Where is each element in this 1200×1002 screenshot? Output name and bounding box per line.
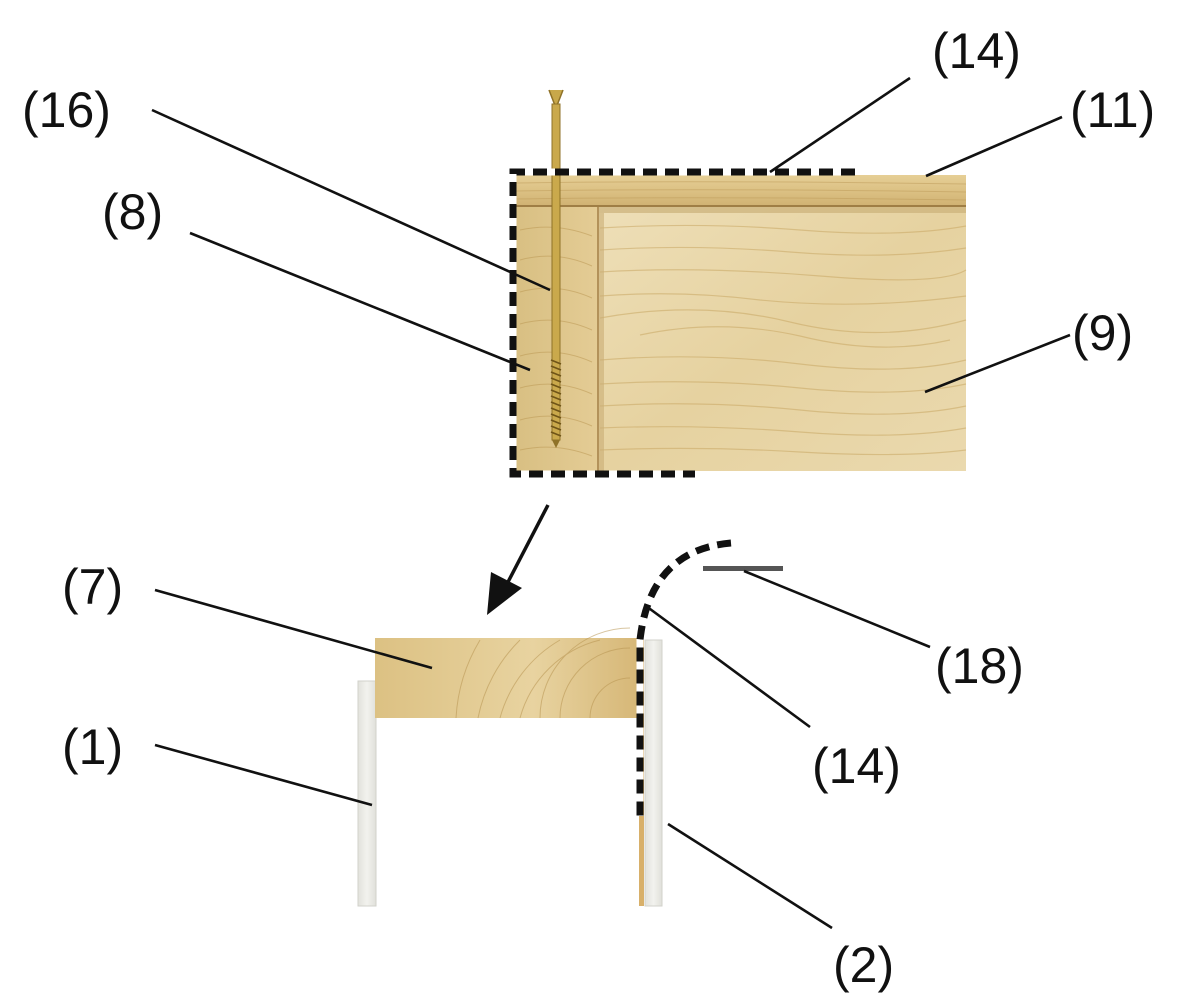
lower-wall-assembly: [357, 539, 783, 907]
membrane-14-upper: [509, 168, 855, 478]
label-7: (7): [62, 559, 123, 615]
label-14-top: (14): [932, 23, 1021, 79]
leader-16: [151, 108, 551, 292]
arrow-down-left-icon: [487, 504, 550, 615]
label-14-bottom: (14): [812, 738, 901, 794]
label-18: (18): [935, 638, 1024, 694]
label-8: (8): [102, 184, 163, 240]
leader-1: [154, 743, 373, 807]
board-grain: [513, 181, 967, 201]
beam-grain: [599, 224, 967, 456]
leader-lines: [151, 76, 1071, 930]
label-16: (16): [22, 82, 111, 138]
screw-icon: [548, 89, 564, 448]
label-2: (2): [833, 937, 894, 993]
label-9: (9): [1072, 305, 1133, 361]
label-11: (11): [1070, 82, 1155, 138]
callout-labels: (16) (14) (11) (8) (9) (7) (18) (14) (1)…: [22, 23, 1155, 993]
plasterboard-1: [357, 680, 377, 907]
leader-11: [925, 115, 1063, 178]
leader-2: [667, 822, 833, 930]
element-18: [703, 566, 783, 571]
leader-14-bottom: [645, 604, 811, 729]
plate-7: [375, 638, 639, 718]
plasterboard-2: [644, 639, 663, 907]
beam-top-shadow: [598, 205, 966, 213]
leader-8: [189, 231, 531, 372]
beam-left-shadow: [598, 213, 604, 471]
leader-7: [154, 588, 433, 670]
leader-9: [924, 333, 1071, 394]
membrane-14-lower: [636, 539, 732, 816]
leader-14-top: [769, 76, 911, 174]
label-1: (1): [62, 719, 123, 775]
upper-timber-assembly: [509, 89, 967, 478]
leader-18: [743, 569, 931, 649]
plate-grain: [455, 627, 631, 719]
